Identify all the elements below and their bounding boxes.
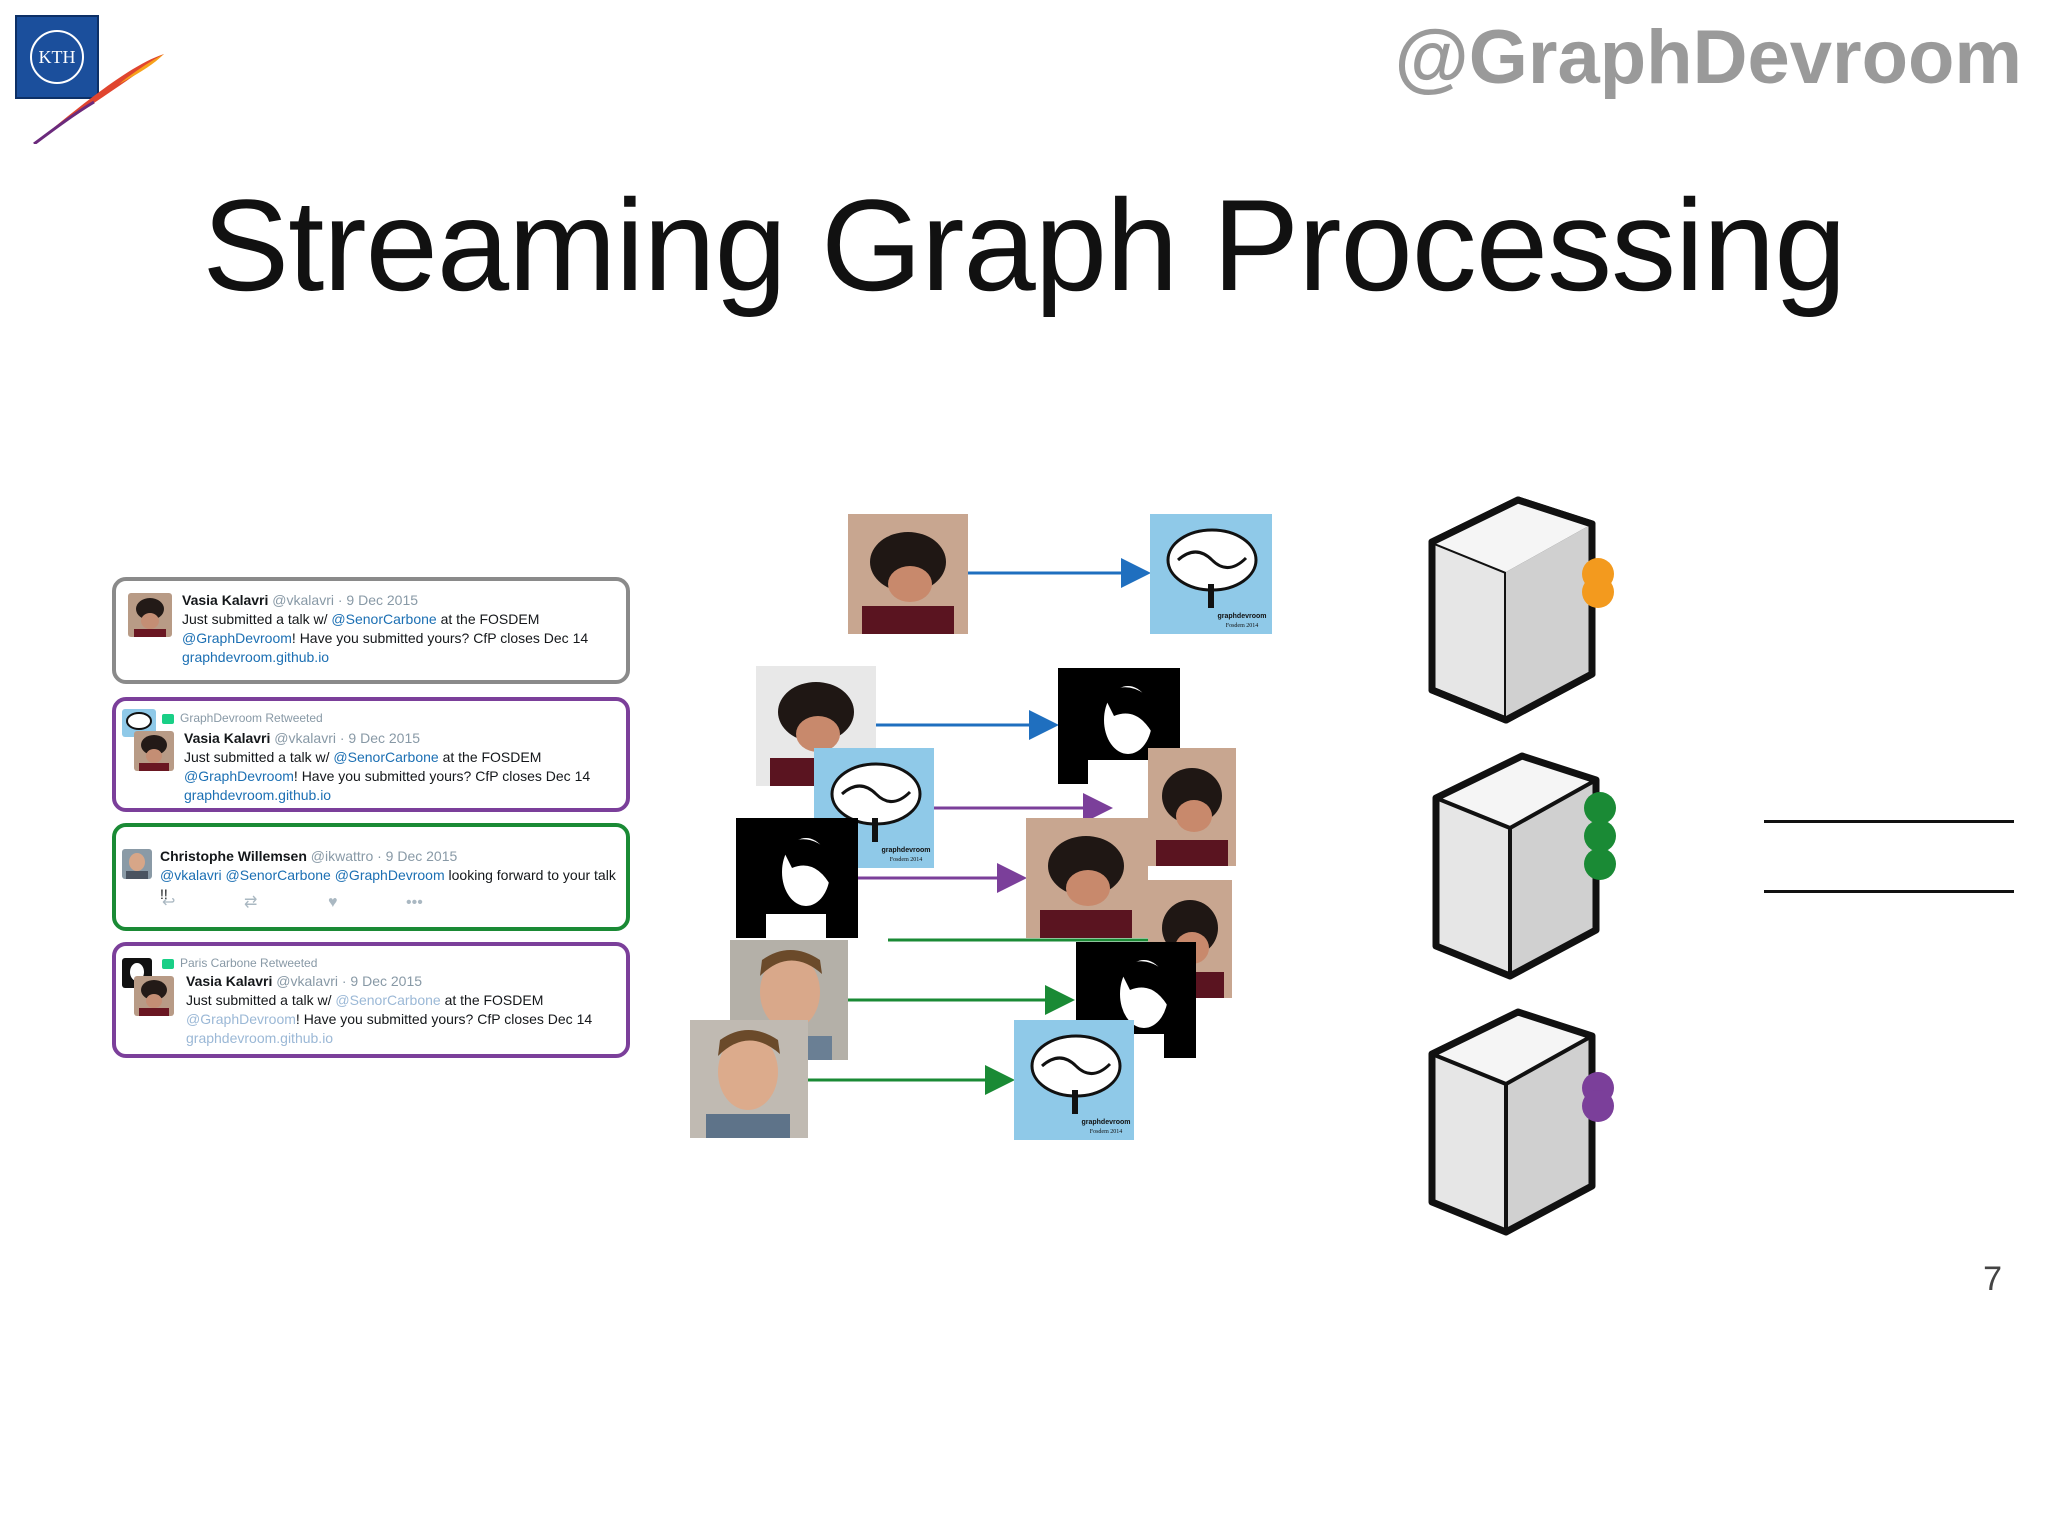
tweet-text: looking forward to your talk !!: [160, 867, 616, 902]
tweet-text: at the FOSDEM: [440, 992, 544, 1008]
retweet-icon[interactable]: ⇄: [244, 894, 258, 911]
avatar: [134, 976, 174, 1016]
mention-link[interactable]: @GraphDevroom: [182, 630, 292, 646]
port-green: [1584, 848, 1616, 880]
vertex-photo-woman: [1026, 818, 1148, 938]
port-green: [1584, 792, 1616, 824]
retweet-label: Paris Carbone Retweeted: [180, 956, 318, 970]
vertex-photo-woman: [848, 514, 968, 634]
reply-icon[interactable]: ↩: [162, 894, 176, 911]
twitter-handle: @GraphDevroom: [1394, 15, 2022, 100]
svg-text:Fosdem 2014: Fosdem 2014: [1090, 1129, 1123, 1135]
tweet-text: ! Have you submitted yours? CfP closes D…: [291, 630, 589, 646]
url-link[interactable]: graphdevroom.github.io: [186, 1030, 334, 1046]
tweet-card[interactable]: Vasia Kalavri @vkalavri · 9 Dec 2015 Jus…: [112, 577, 630, 684]
tweet-meta: @vkalavri · 9 Dec 2015: [276, 973, 423, 989]
url-link[interactable]: graphdevroom.github.io: [182, 649, 330, 665]
mention-link[interactable]: @SenorCarbone: [331, 611, 437, 627]
more-icon[interactable]: •••: [406, 894, 423, 911]
kth-apache-logo: KTH: [14, 14, 164, 146]
tweet-card[interactable]: Christophe Willemsen @ikwattro · 9 Dec 2…: [112, 823, 630, 931]
tweet-text: at the FOSDEM: [436, 611, 540, 627]
tweet-meta: @vkalavri · 9 Dec 2015: [272, 592, 419, 608]
vertex-photo-woman: [1148, 748, 1236, 866]
retweet-icon: [162, 713, 174, 724]
tweet-text: Just submitted a talk w/: [184, 749, 334, 765]
tweet-text: Just submitted a talk w/: [182, 611, 332, 627]
slide-title: Streaming Graph Processing: [202, 172, 1846, 318]
mention-link[interactable]: @vkalavri @SenorCarbone @GraphDevroom: [160, 867, 445, 883]
tweet-text: ! Have you submitted yours? CfP closes D…: [293, 768, 591, 784]
port-purple: [1582, 1090, 1614, 1122]
server-2: [1424, 738, 1654, 988]
vertex-photo-man: [690, 1020, 808, 1138]
tweet-card[interactable]: Paris Carbone Retweeted Vasia Kalavri @v…: [112, 942, 630, 1058]
avatar: [128, 593, 172, 637]
tweet-author[interactable]: Christophe Willemsen: [160, 848, 307, 864]
port-green: [1584, 820, 1616, 852]
retweet-label: GraphDevroom Retweeted: [180, 711, 323, 725]
tweet-text: at the FOSDEM: [438, 749, 542, 765]
server-1: [1420, 482, 1650, 732]
vertex-photo-man: [730, 940, 848, 1060]
avatar: [122, 849, 152, 879]
mention-link[interactable]: @SenorCarbone: [335, 992, 441, 1008]
tweet-meta: @ikwattro · 9 Dec 2015: [310, 848, 458, 864]
svg-text:Fosdem 2014: Fosdem 2014: [890, 857, 923, 863]
svg-text:graphdevroom: graphdevroom: [1217, 613, 1266, 620]
mention-link[interactable]: @GraphDevroom: [186, 1011, 296, 1027]
slide-number: 7: [1983, 1260, 2002, 1298]
tweet-author[interactable]: Vasia Kalavri: [184, 730, 271, 746]
url-link[interactable]: graphdevroom.github.io: [184, 787, 332, 803]
vertex-bw-face: [736, 818, 858, 938]
tweet-card[interactable]: GraphDevroom Retweeted Vasia Kalavri @vk…: [112, 697, 630, 812]
divider-line: [1764, 890, 2014, 893]
port-orange: [1582, 576, 1614, 608]
server-3: [1420, 994, 1650, 1244]
divider-line: [1764, 820, 2014, 823]
svg-text:KTH: KTH: [39, 47, 76, 67]
tweet-text: ! Have you submitted yours? CfP closes D…: [295, 1011, 593, 1027]
retweet-icon: [162, 958, 174, 969]
like-icon[interactable]: ♥: [328, 894, 338, 911]
tweet-meta: @vkalavri · 9 Dec 2015: [274, 730, 421, 746]
tweet-author[interactable]: Vasia Kalavri: [186, 973, 273, 989]
tweet-text: Just submitted a talk w/: [186, 992, 336, 1008]
vertex-bw-face: [1058, 668, 1180, 784]
tweet-author[interactable]: Vasia Kalavri: [182, 592, 269, 608]
avatar: [134, 731, 174, 771]
svg-text:Fosdem 2014: Fosdem 2014: [1226, 623, 1259, 629]
mention-link[interactable]: @GraphDevroom: [184, 768, 294, 784]
mention-link[interactable]: @SenorCarbone: [333, 749, 439, 765]
svg-text:graphdevroom: graphdevroom: [881, 847, 930, 854]
svg-text:graphdevroom: graphdevroom: [1081, 1119, 1130, 1126]
